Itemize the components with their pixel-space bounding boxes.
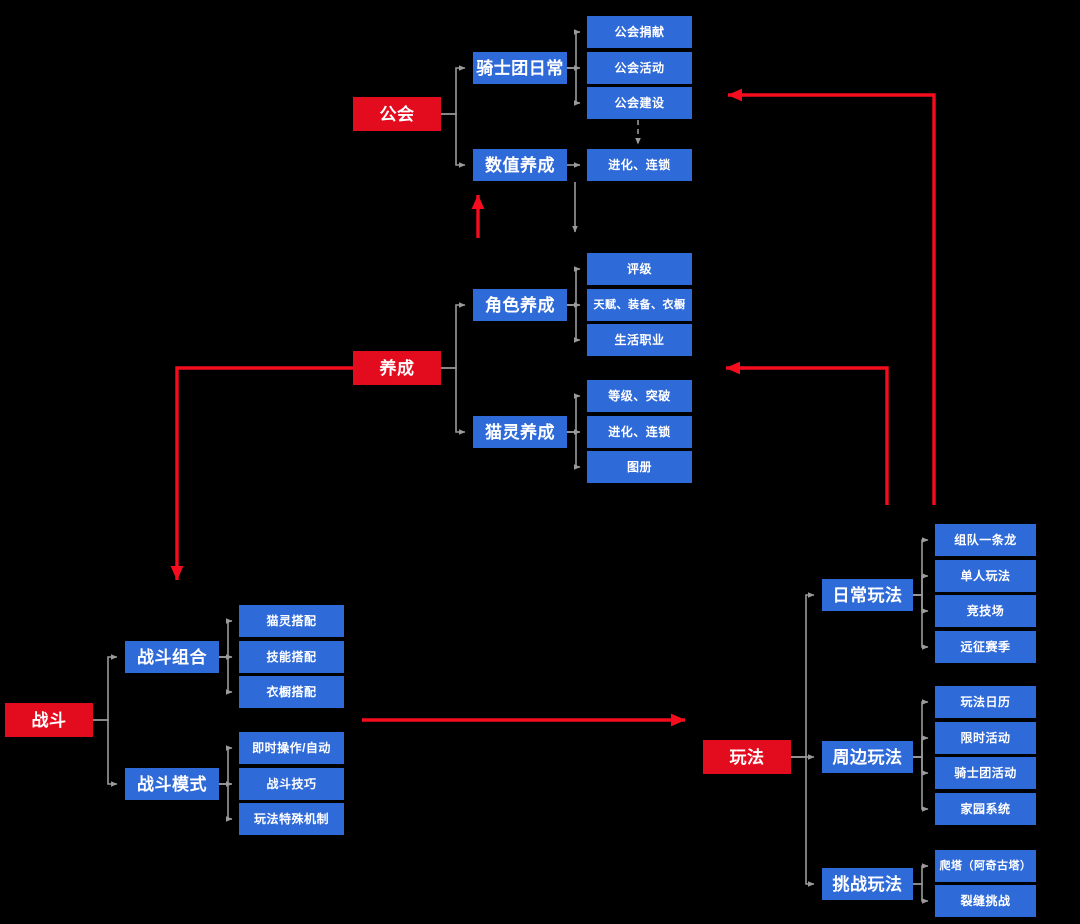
node-label: 衣橱搭配 — [266, 685, 317, 699]
node-label: 周边玩法 — [832, 747, 903, 767]
node-label: 骑士团活动 — [954, 766, 1017, 780]
node-label: 评级 — [626, 262, 652, 276]
node-label: 养成 — [379, 358, 415, 378]
branch-node-challenge-play[interactable]: 挑战玩法 — [822, 868, 913, 900]
leaf-node-skill-match[interactable]: 技能搭配 — [239, 641, 344, 673]
leaf-node-cat-match[interactable]: 猫灵搭配 — [239, 605, 344, 637]
flow-arrow-gameplay-to-growth — [725, 361, 889, 505]
node-label: 限时活动 — [960, 731, 1011, 745]
node-label: 生活职业 — [614, 333, 665, 347]
node-label: 天赋、装备、衣橱 — [593, 298, 686, 311]
leaf-node-rift-challenge[interactable]: 裂缝挑战 — [935, 885, 1036, 917]
node-label: 图册 — [626, 460, 652, 474]
node-label: 家园系统 — [960, 802, 1011, 816]
leaf-node-level-breakthrough[interactable]: 等级、突破 — [587, 380, 692, 412]
leaf-node-wardrobe-match[interactable]: 衣橱搭配 — [239, 676, 344, 708]
node-label: 战斗 — [31, 710, 67, 730]
branch-node-cat-growth[interactable]: 猫灵养成 — [473, 416, 567, 448]
leaf-node-knight-event[interactable]: 骑士团活动 — [935, 757, 1036, 789]
flow-arrow-gameplay-to-guild — [727, 88, 936, 505]
node-label: 玩法特殊机制 — [253, 812, 329, 826]
leaf-node-limited-event[interactable]: 限时活动 — [935, 722, 1036, 754]
node-label: 战斗组合 — [137, 647, 207, 667]
node-label: 玩法日历 — [960, 695, 1011, 709]
leaf-node-expedition-season[interactable]: 远征赛季 — [935, 631, 1036, 663]
node-label: 日常玩法 — [832, 585, 903, 605]
leaf-node-combat-skill[interactable]: 战斗技巧 — [239, 768, 344, 800]
node-label: 猫灵搭配 — [266, 614, 317, 628]
branch-node-role-growth[interactable]: 角色养成 — [473, 289, 567, 321]
branch-node-combat-mode[interactable]: 战斗模式 — [125, 768, 219, 800]
leaf-node-rating[interactable]: 评级 — [587, 253, 692, 285]
node-label: 公会建设 — [614, 96, 665, 110]
leaf-node-team-oneshot[interactable]: 组队一条龙 — [935, 524, 1036, 556]
node-label: 战斗技巧 — [266, 777, 317, 791]
branch-node-daily-play[interactable]: 日常玩法 — [822, 579, 913, 611]
node-label: 单人玩法 — [960, 569, 1011, 583]
root-node-guild[interactable]: 公会 — [353, 97, 441, 131]
node-label: 骑士团日常 — [476, 58, 564, 78]
leaf-node-guild-donate[interactable]: 公会捐献 — [587, 16, 692, 48]
leaf-node-life-job[interactable]: 生活职业 — [587, 324, 692, 356]
branch-node-numeric-growth[interactable]: 数值养成 — [473, 149, 567, 181]
node-label: 等级、突破 — [608, 389, 671, 403]
node-label: 爬塔（阿奇古塔） — [939, 859, 1032, 872]
node-label: 技能搭配 — [266, 650, 317, 664]
leaf-node-solo-play[interactable]: 单人玩法 — [935, 560, 1036, 592]
branch-node-combat-combo[interactable]: 战斗组合 — [125, 641, 219, 673]
leaf-node-special-mechanic[interactable]: 玩法特殊机制 — [239, 803, 344, 835]
node-label: 远征赛季 — [960, 640, 1011, 654]
leaf-node-guild-activity[interactable]: 公会活动 — [587, 52, 692, 84]
node-label: 进化、连锁 — [608, 425, 671, 439]
node-label: 数值养成 — [485, 155, 555, 175]
root-node-growth[interactable]: 养成 — [353, 351, 441, 385]
node-label: 玩法 — [729, 747, 765, 767]
node-label: 角色养成 — [485, 295, 555, 315]
root-node-combat[interactable]: 战斗 — [5, 703, 93, 737]
leaf-node-guild-build[interactable]: 公会建设 — [587, 87, 692, 119]
node-label: 即时操作/自动 — [252, 741, 331, 755]
leaf-node-album[interactable]: 图册 — [587, 451, 692, 483]
branch-node-side-play[interactable]: 周边玩法 — [822, 741, 913, 773]
node-label: 组队一条龙 — [954, 533, 1017, 547]
leaf-node-talent-gear-wardrobe[interactable]: 天赋、装备、衣橱 — [587, 289, 692, 321]
node-label: 公会 — [379, 104, 415, 124]
leaf-node-realtime-auto[interactable]: 即时操作/自动 — [239, 732, 344, 764]
node-label: 公会捐献 — [614, 25, 665, 39]
leaf-node-evolve-chain-top[interactable]: 进化、连锁 — [587, 149, 692, 181]
leaf-node-arena[interactable]: 竞技场 — [935, 595, 1036, 627]
leaf-node-tower-climb[interactable]: 爬塔（阿奇古塔） — [935, 850, 1036, 882]
flow-arrow-growth-to-combat — [170, 366, 353, 581]
branch-node-knight-daily[interactable]: 骑士团日常 — [473, 52, 567, 84]
node-label: 挑战玩法 — [832, 874, 903, 894]
leaf-node-play-calendar[interactable]: 玩法日历 — [935, 686, 1036, 718]
leaf-node-evolve-chain-cat[interactable]: 进化、连锁 — [587, 416, 692, 448]
node-label: 进化、连锁 — [608, 158, 671, 172]
node-label: 猫灵养成 — [485, 422, 555, 442]
root-node-gameplay[interactable]: 玩法 — [703, 740, 791, 774]
leaf-node-home-system[interactable]: 家园系统 — [935, 793, 1036, 825]
node-label: 公会活动 — [614, 61, 665, 75]
node-label: 战斗模式 — [137, 774, 207, 794]
node-label: 裂缝挑战 — [960, 894, 1011, 908]
node-label: 竞技场 — [966, 604, 1005, 618]
